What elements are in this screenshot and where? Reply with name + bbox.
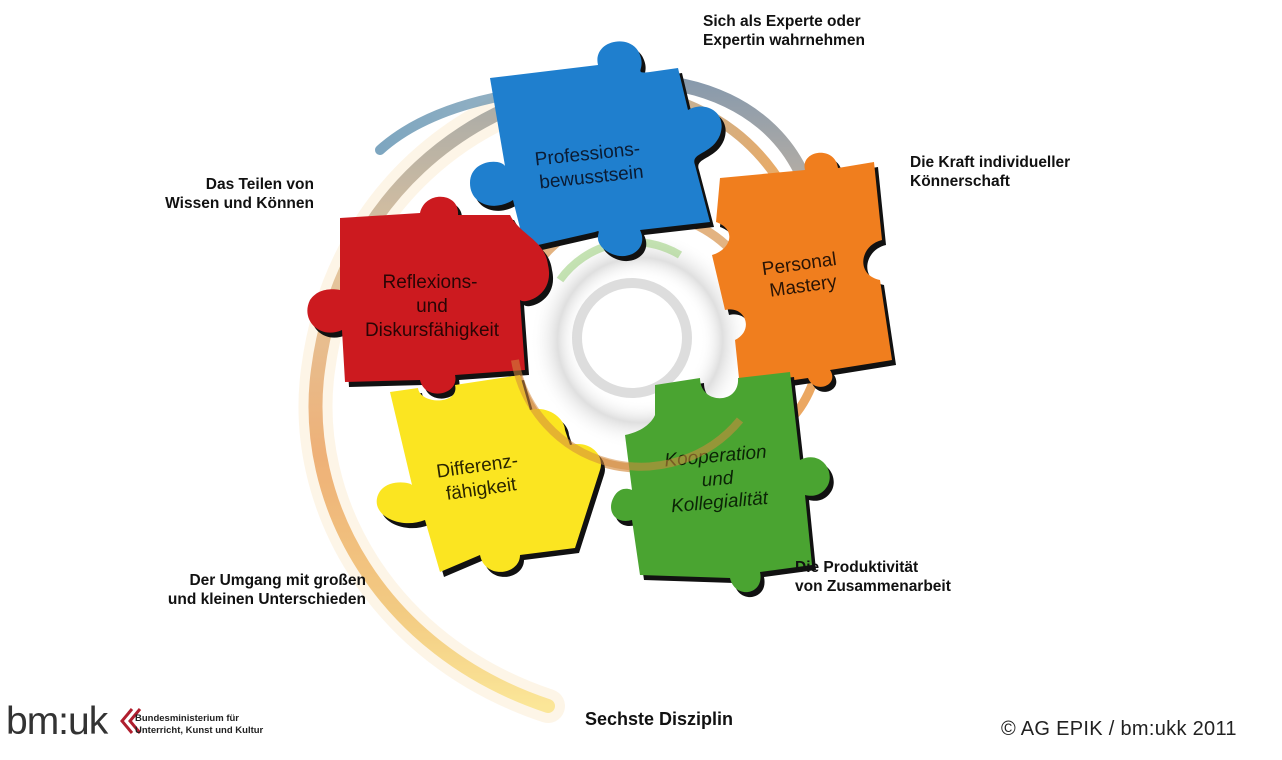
caption-kraft-line1: Die Kraft individueller [910,154,1071,171]
logo-text-line2: Unterricht, Kunst und Kultur [135,725,264,736]
logo-chevron-icon [120,708,142,734]
caption-experte: Sich als Experte oder Expertin wahrnehme… [703,12,865,50]
copyright-notice: © AG EPIK / bm:ukk 2011 [1001,718,1237,740]
bmukk-logo: bm:uk Bundesministerium für Unterricht, … [6,699,306,745]
logo-text: Bundesministerium für Unterricht, Kunst … [135,713,263,737]
spiral-outer-glow [298,65,627,723]
piece-label-red-2: und [416,296,448,317]
caption-umgang-line1: Der Umgang mit großen [189,572,366,589]
caption-teilen: Das Teilen von Wissen und Können [144,175,314,213]
caption-produktivitaet-line1: Die Produktivität [795,559,919,576]
piece-label-red-1: Reflexions- [382,272,477,293]
piece-personal-mastery: Personal Mastery [712,152,896,393]
center-ring [572,278,692,398]
caption-produktivitaet: Die Produktivität von Zusammenarbeit [795,558,951,596]
caption-produktivitaet-line2: von Zusammenarbeit [795,578,951,595]
caption-umgang: Der Umgang mit großen und kleinen Unters… [120,571,366,609]
piece-label-red-3: Diskursfähigkeit [365,320,500,341]
logo-mark: bm:uk [6,700,108,743]
caption-teilen-line2: Wissen und Können [165,195,314,212]
center-label: Sechste Disziplin [585,709,734,729]
caption-umgang-line2: und kleinen Unterschieden [167,591,366,608]
caption-kraft: Die Kraft individueller Könnerschaft [910,153,1070,191]
caption-kraft-line2: Könnerschaft [910,173,1010,190]
piece-professionsbewusstsein: Professions- bewusstsein [470,41,726,262]
piece-label-green-2: und [701,468,736,492]
caption-teilen-line1: Das Teilen von [205,176,314,193]
caption-experte-line1: Sich als Experte oder [703,13,861,30]
spiral-outer [308,74,807,713]
logo-text-line1: Bundesministerium für [135,713,239,724]
inner-ring-overlay [511,359,744,471]
piece-reflexions-diskursfaehigkeit: Reflexions- und Diskursfähigkeit [307,196,554,399]
caption-experte-line2: Expertin wahrnehmen [703,32,865,49]
